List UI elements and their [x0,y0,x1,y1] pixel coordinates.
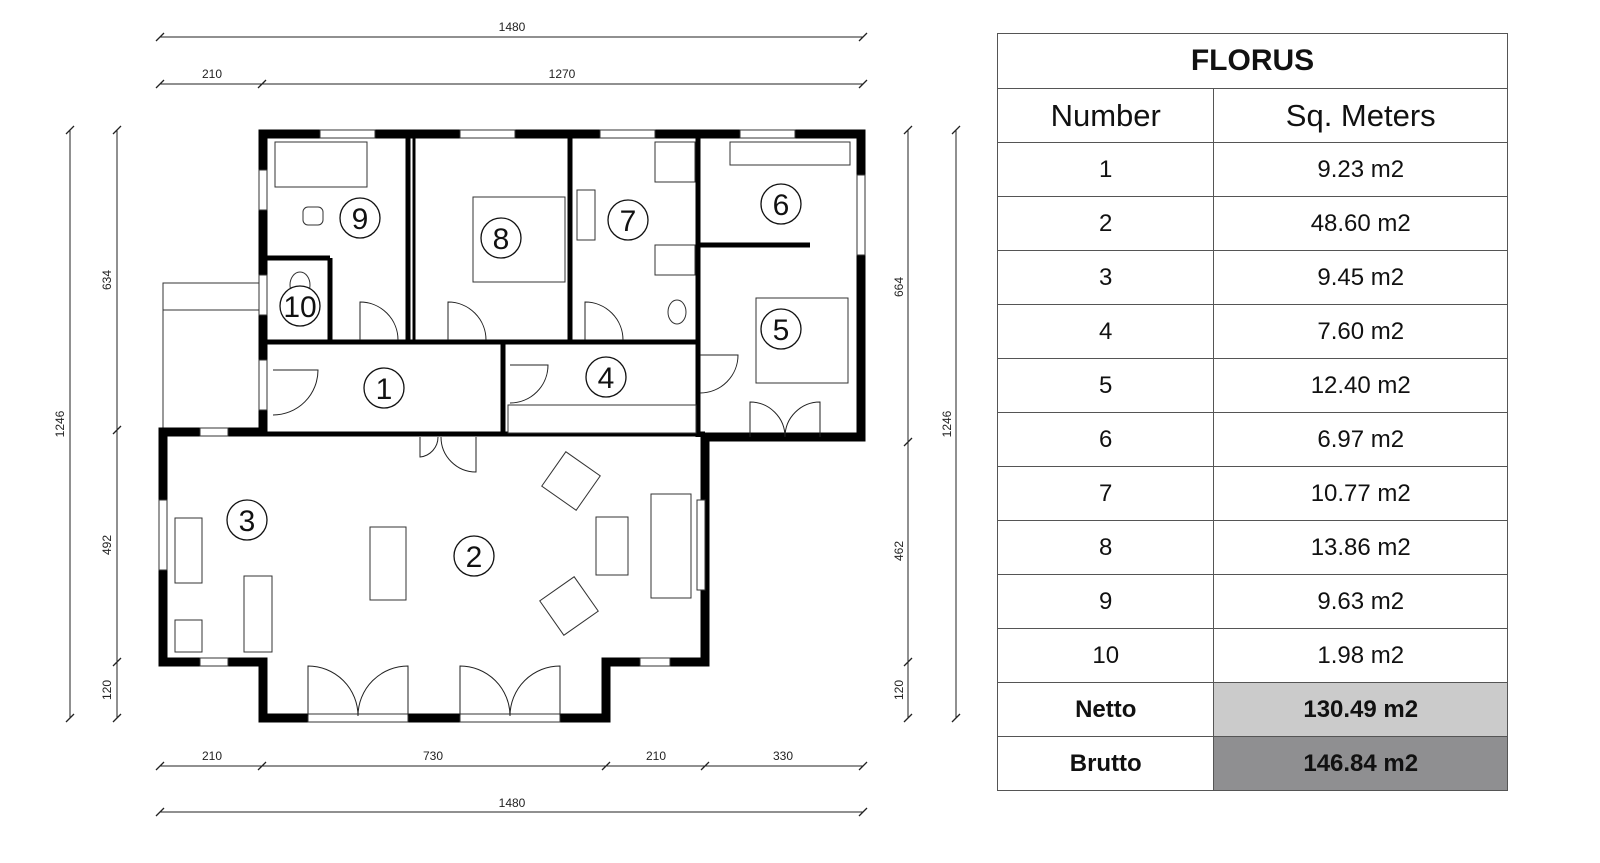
room-number-cell: 3 [996,250,1215,305]
area-cell: 9.63 m2 [1213,574,1508,629]
sink-room-7 [576,189,596,241]
toilet-room-7 [667,299,687,325]
dim-right-total: 1246 [940,410,954,437]
room-label-3: 3 [239,505,256,538]
dim-left-2: 492 [100,535,114,555]
dim-right-3: 120 [892,680,906,700]
floor-plan: 1480 210 1270 210 730 210 330 1480 1246 … [53,20,961,817]
dimension-lines [65,32,961,817]
room-number-cell: 2 [996,196,1215,251]
room-label-10: 10 [283,291,316,324]
room-label-8: 8 [493,223,510,256]
shower [654,141,696,183]
sofa [650,493,692,599]
area-cell: 10.77 m2 [1213,466,1508,521]
kitchen-sink [174,517,203,584]
area-cell: 9.45 m2 [1213,250,1508,305]
table-title: FLORUS [997,33,1508,89]
area-cell: 13.86 m2 [1213,520,1508,575]
dim-bottom-total: 1480 [499,796,526,810]
dim-right-2: 462 [892,541,906,561]
kitchen-island [243,575,273,653]
room-label-9: 9 [352,203,369,236]
dim-bottom-1: 210 [202,749,222,763]
windows [158,129,866,723]
room-number-cell: 7 [996,466,1215,521]
room-markers [226,183,802,577]
header-sq-meters: Sq. Meters [1213,88,1508,143]
dim-bottom-3: 210 [646,749,666,763]
dim-left-total: 1246 [53,410,67,437]
armchair [539,576,599,636]
netto-label: Netto [996,682,1215,737]
room-label-6: 6 [773,189,790,222]
brutto-label: Brutto [996,736,1215,791]
room-label-2: 2 [466,541,483,574]
room-number-cell: 10 [996,628,1215,683]
room-label-1: 1 [376,373,393,406]
room-number-cell: 4 [996,304,1215,359]
closet-room-4 [507,404,697,434]
desk-chair [302,206,324,226]
interior-walls [263,134,810,437]
dim-top-left: 210 [202,67,222,81]
area-cell: 12.40 m2 [1213,358,1508,413]
dim-bottom-2: 730 [423,749,443,763]
doors [272,301,821,717]
exterior-walls [158,129,866,723]
room-number-cell: 6 [996,412,1215,467]
area-cell: 7.60 m2 [1213,304,1508,359]
area-cell: 6.97 m2 [1213,412,1508,467]
area-cell: 1.98 m2 [1213,628,1508,683]
wardrobe-room-6 [729,141,851,166]
dim-top-right: 1270 [549,67,576,81]
room-number-cell: 9 [996,574,1215,629]
room-number-cell: 5 [996,358,1215,413]
dim-top-total: 1480 [499,20,526,34]
netto-value: 130.49 m2 [1213,682,1508,737]
room-label-4: 4 [598,362,615,395]
furniture [174,141,851,653]
porch [162,282,264,433]
dining-table [369,526,407,601]
room-number-cell: 1 [996,142,1215,197]
coffee-table [595,516,629,576]
bathtub-cabinet [654,244,696,276]
room-number-cell: 8 [996,520,1215,575]
dim-left-3: 120 [100,680,114,700]
room-label-7: 7 [620,205,637,238]
dim-bottom-4: 330 [773,749,793,763]
dim-left-1: 634 [100,270,114,290]
armchair [541,451,601,511]
header-number: Number [996,88,1215,143]
brutto-value: 146.84 m2 [1213,736,1508,791]
dim-right-1: 664 [892,277,906,297]
area-cell: 48.60 m2 [1213,196,1508,251]
room-label-5: 5 [773,314,790,347]
area-cell: 9.23 m2 [1213,142,1508,197]
bed-room-9 [274,141,368,188]
stove [174,619,203,653]
